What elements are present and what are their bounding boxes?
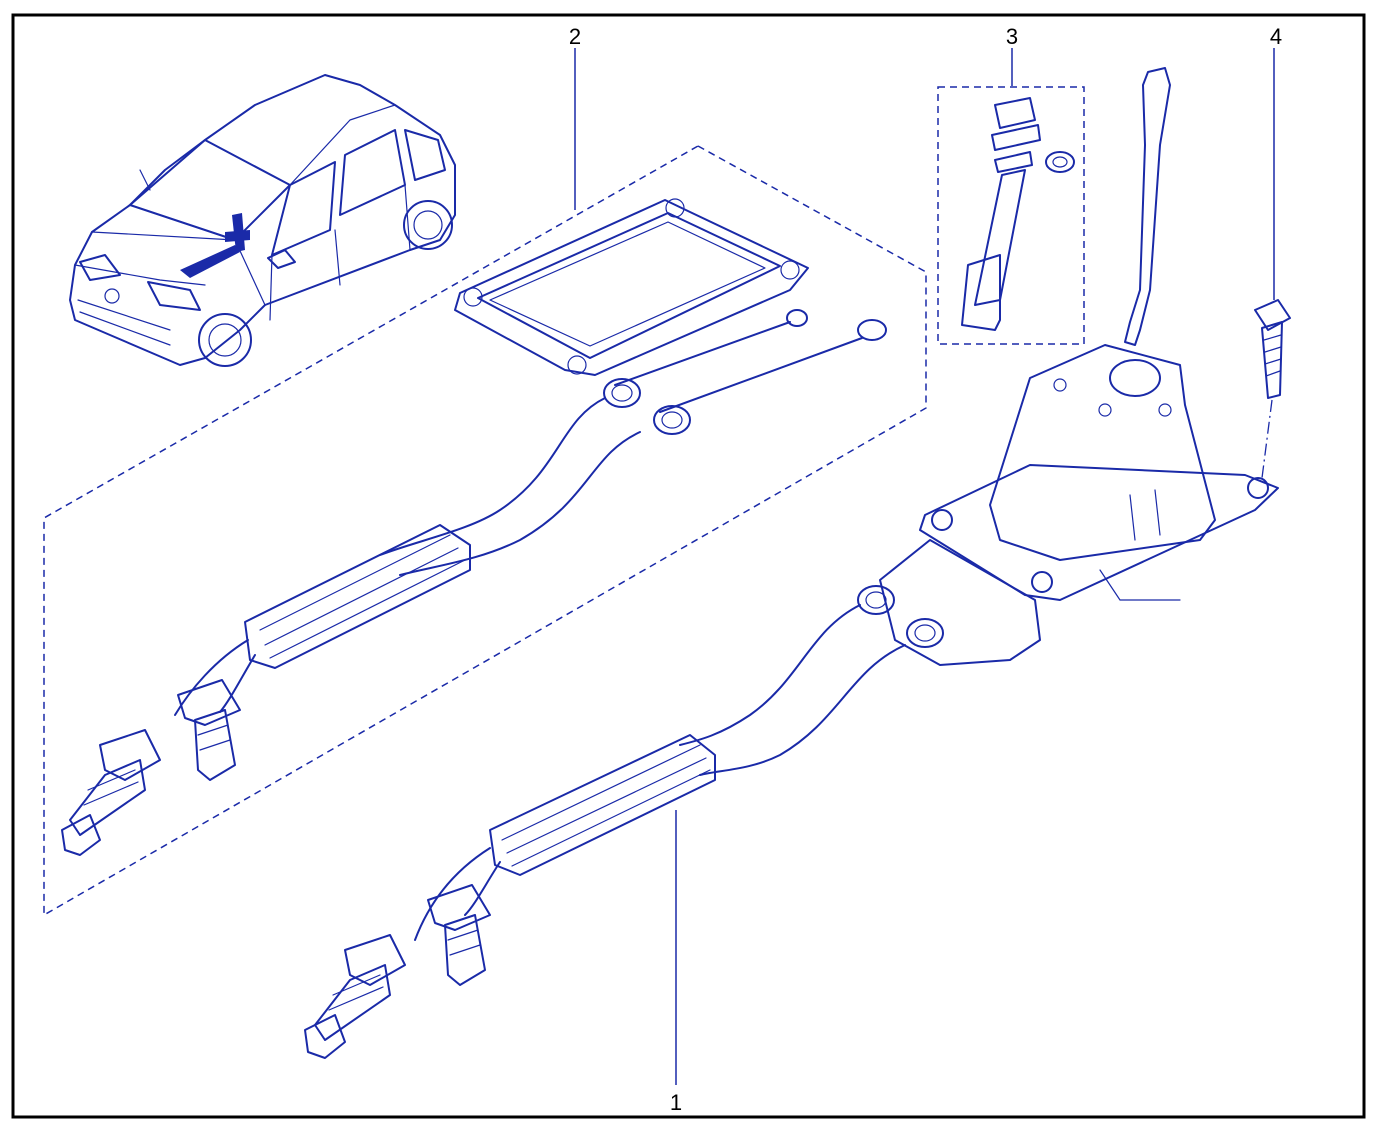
callout-1: 1 <box>670 1090 682 1115</box>
shifter-housing <box>304 67 1279 1059</box>
callout-4: 4 <box>1270 24 1282 49</box>
callout-2: 2 <box>569 24 581 49</box>
gasket-frame <box>454 198 809 376</box>
kit-boundary-2 <box>43 145 927 917</box>
car-illustration <box>69 74 456 367</box>
callout-3: 3 <box>1006 24 1018 49</box>
diagram-frame <box>11 13 1366 1119</box>
bolt <box>1254 299 1291 479</box>
shift-knob-sleeve <box>961 97 1075 331</box>
cable-assembly-kit <box>61 309 887 856</box>
kit-box-3 <box>937 86 1085 345</box>
